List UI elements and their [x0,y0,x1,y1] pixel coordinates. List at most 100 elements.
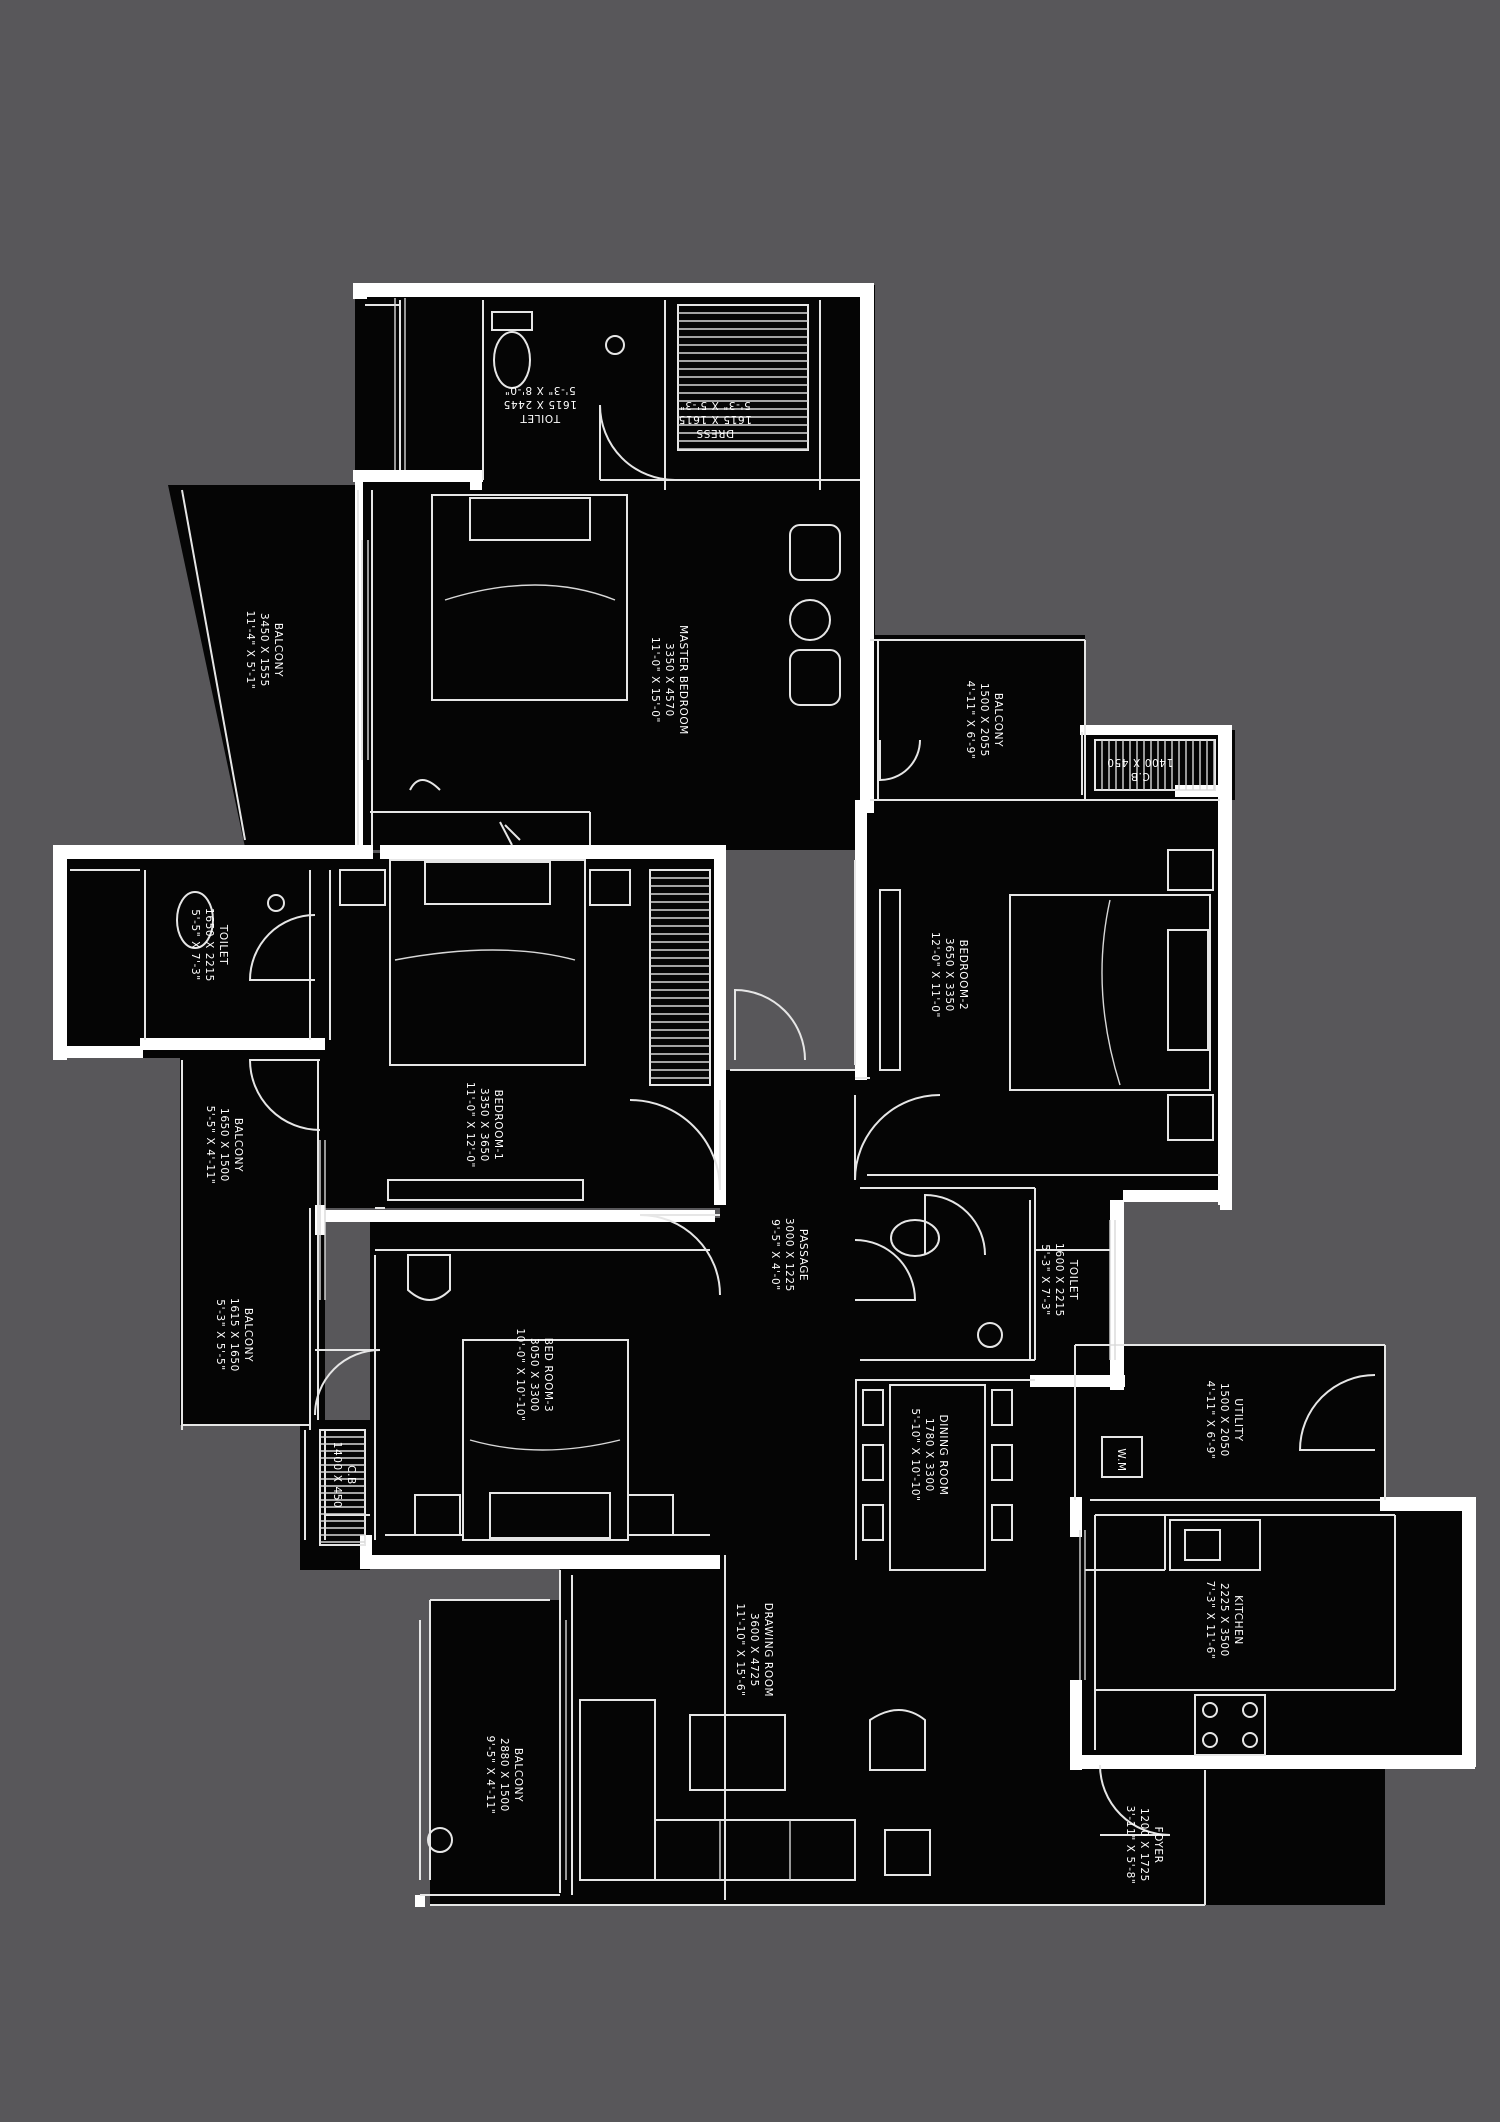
room-label-dining-room: DINING ROOM1780 X 33005'-10" X 10'-10" [909,1408,949,1501]
room-label-line: PASSAGE [797,1229,809,1281]
room-label-line: KITCHEN [1232,1595,1244,1645]
room-label-line: 11'-0" X 12'-0" [464,1082,476,1168]
room-label-line: 1400 X 450 [331,1442,343,1509]
master-pillow-icon [469,497,591,541]
wc-icon [890,1219,940,1257]
room-label-line: MASTER BEDROOM [677,625,689,735]
washing-machine-icon [1101,1436,1143,1478]
side-table-icon [789,599,831,641]
coffee-table-icon [689,1714,786,1791]
room-label-bedroom-3: BED ROOM-33050 X 330010'-0" X 10'-10" [514,1328,554,1421]
room-label-line: 3600 X 4725 [748,1613,760,1687]
room-label-line: 7'-3" X 11'-6" [1204,1581,1216,1660]
room-label-line: 1615 X 2445 [503,398,577,410]
room-label-cb-bed3: C.B1400 X 450 [331,1442,357,1509]
room-label-line: DRAWING ROOM [762,1603,774,1697]
room-label-line: 1400 X 450 [1107,756,1174,768]
room-label-line: 9'-5" X 4'-11" [484,1736,496,1815]
bedroom2-pillow-icon [1167,929,1209,1051]
room-label-line: 5'-3" X 5'-3" [679,399,750,411]
room-label-drawing-room: DRAWING ROOM3600 X 472511'-10" X 15'-6" [734,1603,774,1697]
room-label-line: 1650 X 2215 [203,908,215,982]
room-label-line: TOILET [217,924,229,965]
room-label-line: 3350 X 3650 [478,1088,490,1162]
washbasin-icon [267,894,285,912]
wc-icon [176,891,214,949]
interior-lines [70,300,1396,1906]
room-label-line: 1650 X 1500 [218,1108,230,1182]
room-label-line: 12'-0" X 11'-0" [929,932,941,1018]
room-label-line: C.B [345,1465,357,1485]
sofa-icon [579,1699,656,1881]
room-label-line: DINING ROOM [937,1415,949,1496]
room-label-foyer: FOYER1200 X 17253'-11" X 5'-8" [1124,1806,1164,1885]
room-label-line: C.B [1130,770,1150,782]
room-label-line: 1500 X 2050 [1218,1383,1230,1457]
room-label-line: 4'-11" X 6'-9" [964,681,976,760]
room-label-line: BALCONY [242,1308,254,1362]
room-label-passage: PASSAGE3000 X 12259'-5" X 4'-0" [769,1218,809,1292]
hob-icon [1194,1694,1266,1756]
room-label-bedroom-2: BEDROOM-23650 X 335012'-0" X 11'-0" [929,932,969,1018]
room-label-line: DRESS [696,427,734,439]
room-label-line: BALCONY [512,1748,524,1802]
room-label-line: 5'-10" X 10'-10" [909,1408,921,1501]
room-label-line: 1600 X 2215 [1053,1243,1065,1317]
room-label-wm: W.M [1115,1448,1127,1471]
armchair-icon [789,524,841,581]
room-label-line: 5'-3" X 5'-5" [214,1299,226,1370]
room-label-line: BALCONY [272,623,284,677]
room-label-utility: UTILITY1500 X 20504'-11" X 6'-9" [1204,1381,1244,1460]
room-label-line: 3650 X 3350 [943,938,955,1012]
room-label-line: 5'-3" X 7'-3" [1039,1244,1051,1315]
hatched-areas [319,304,1216,1546]
room-label-line: 3000 X 1225 [783,1218,795,1292]
room-label-balcony-bed3: BALCONY1615 X 16505'-3" X 5'-5" [214,1298,254,1372]
wc-icon [493,331,531,389]
room-label-line: 1500 X 2055 [978,683,990,757]
room-label-line: TOILET [520,412,561,424]
room-label-line: 9'-5" X 4'-0" [769,1219,781,1290]
room-label-line: BED ROOM-3 [542,1338,554,1413]
furniture [176,311,1266,1881]
room-label-line: W.M [1115,1448,1127,1471]
room-label-balcony-bed1: BALCONY1650 X 15005'-5" X 4'-11" [204,1106,244,1185]
room-label-balcony-drawing: BALCONY2880 X 15009'-5" X 4'-11" [484,1736,524,1815]
room-label-line: FOYER [1152,1826,1164,1863]
room-label-line: BALCONY [992,693,1004,747]
room-label-line: 10'-0" X 10'-10" [514,1328,526,1421]
room-label-line: 5'-5" X 7'-3" [189,909,201,980]
room-label-line: 3350 X 4570 [663,643,675,717]
bedroom1-pillow-icon [424,861,551,905]
room-label-line: 5'-3" X 8'-0" [504,384,575,396]
room-label-line: BEDROOM-2 [957,940,969,1011]
room-label-line: 1615 X 1615 [678,413,752,425]
room-label-toilet-bed1: TOILET1650 X 22155'-5" X 7'-3" [189,908,229,982]
sink-icon [1169,1519,1261,1571]
room-label-toilet-master: TOILET 1615 X 2445 5'-3" X 8'-0" [503,384,577,424]
room-label-line: 11'-0" X 15'-0" [649,637,661,723]
room-label-line: 3'-11" X 5'-8" [1124,1806,1136,1885]
room-label-dress: DRESS 1615 X 1615 5'-3" X 5'-3" [678,399,752,439]
room-label-bedroom-1: BEDROOM-13350 X 365011'-0" X 12'-0" [464,1082,504,1168]
armchair-icon [869,1709,926,1771]
room-label-line: 3450 X 1555 [258,613,270,687]
room-label-line: 2880 X 1500 [498,1738,510,1812]
room-label-line: 11'-10" X 15'-6" [734,1603,746,1696]
room-labels: TOILET 1615 X 2445 5'-3" X 8'-0" DRESS 1615… [189,384,1244,1884]
plant-icon [427,1827,453,1853]
room-label-line: 2225 X 3500 [1218,1583,1230,1657]
room-label-toilet-common: TOILET1600 X 22155'-3" X 7'-3" [1039,1243,1079,1317]
room-label-balcony-master: BALCONY3450 X 155511'-4" X 5'-1" [244,611,284,690]
room-label-line: 1780 X 3300 [923,1418,935,1492]
room-label-line: TOILET [1067,1259,1079,1300]
room-label-line: 1200 X 1725 [1138,1808,1150,1882]
washbasin-icon [605,335,625,355]
bedroom3-pillow-icon [489,1492,611,1539]
room-label-balcony-bed2: BALCONY1500 X 20554'-11" X 6'-9" [964,681,1004,760]
room-label-line: UTILITY [1232,1398,1244,1441]
washbasin-icon [977,1322,1003,1348]
room-label-line: BEDROOM-1 [492,1090,504,1161]
dining-table-icon [889,1384,986,1571]
